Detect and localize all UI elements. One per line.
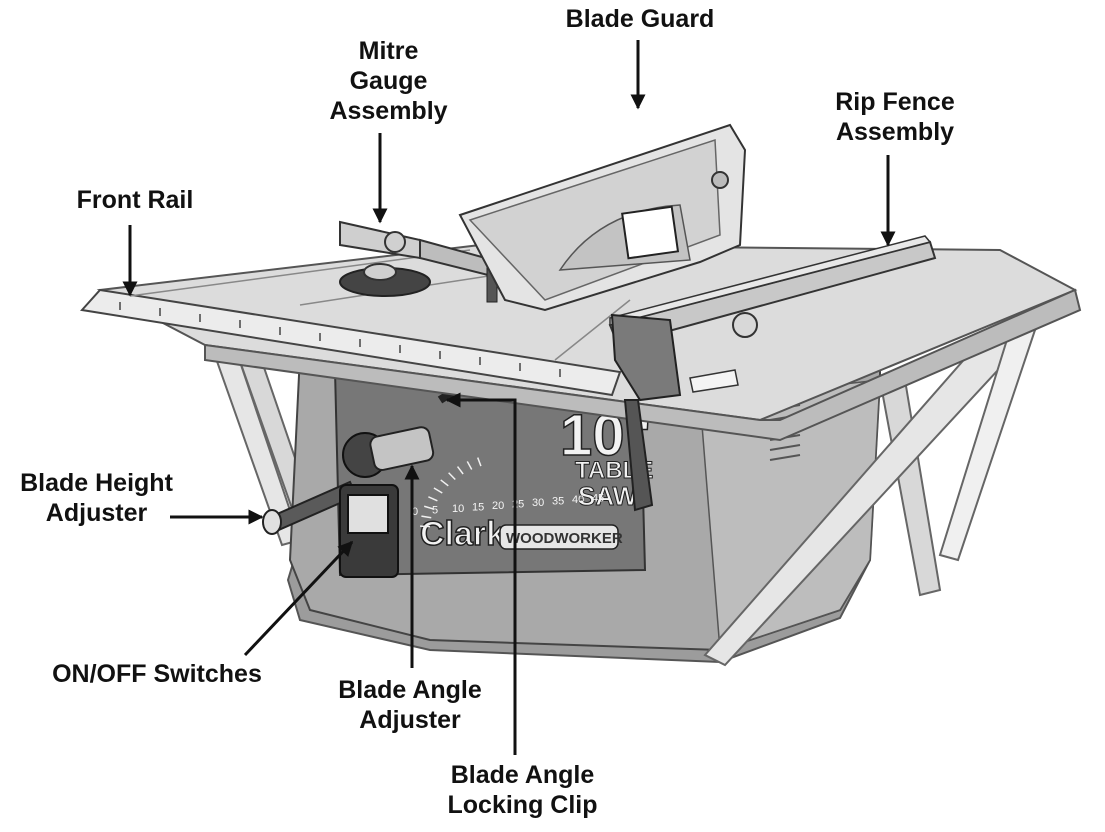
label-blade-height-line1: Blade Height [4, 468, 189, 498]
label-rip-fence-line1: Rip Fence [815, 87, 975, 117]
label-blade-angle-line1: Blade Angle [325, 675, 495, 705]
scale-label: 40 [572, 494, 584, 506]
label-locking-clip: Blade Angle Locking Clip [440, 760, 605, 820]
label-blade-angle-line2: Adjuster [325, 705, 495, 735]
label-blade-angle-adjuster: Blade Angle Adjuster [325, 675, 495, 735]
label-locking-clip-line1: Blade Angle [440, 760, 605, 790]
label-mitre-line2: Gauge [326, 66, 451, 96]
rip-fence-knob [733, 313, 757, 337]
guard-pivot [712, 172, 728, 188]
mitre-knob-top [385, 232, 405, 252]
warning-label [622, 207, 678, 259]
label-rip-fence-line2: Assembly [815, 117, 975, 147]
mitre-knob-lower [364, 264, 396, 280]
label-locking-clip-line2: Locking Clip [440, 790, 605, 820]
scale-label: 20 [492, 500, 504, 512]
blade-height-grip [263, 510, 281, 534]
label-onoff: ON/OFF Switches [42, 659, 272, 689]
scale-label: 15 [472, 502, 484, 514]
label-onoff-text: ON/OFF Switches [42, 659, 272, 689]
scale-label: 10 [452, 503, 464, 515]
scale-label: 5 [432, 505, 438, 517]
label-mitre-line3: Assembly [326, 96, 451, 126]
model-text: WOODWORKER [506, 530, 623, 547]
on-off-switch [348, 495, 388, 533]
label-blade-guard-text: Blade Guard [545, 4, 735, 34]
label-blade-guard: Blade Guard [545, 4, 735, 34]
mitre-gauge-fence [340, 222, 420, 258]
label-mitre-line1: Mitre [326, 36, 451, 66]
label-mitre-gauge: Mitre Gauge Assembly [326, 36, 451, 126]
label-rip-fence: Rip Fence Assembly [815, 87, 975, 147]
scale-label: 35 [552, 496, 564, 508]
scale-label: 45 [592, 493, 604, 505]
scale-label: 30 [532, 497, 544, 509]
label-front-rail-text: Front Rail [60, 185, 210, 215]
label-blade-height-line2: Adjuster [4, 498, 189, 528]
saw-text: SAW [578, 481, 638, 511]
label-front-rail: Front Rail [60, 185, 210, 215]
label-blade-height: Blade Height Adjuster [4, 468, 189, 528]
